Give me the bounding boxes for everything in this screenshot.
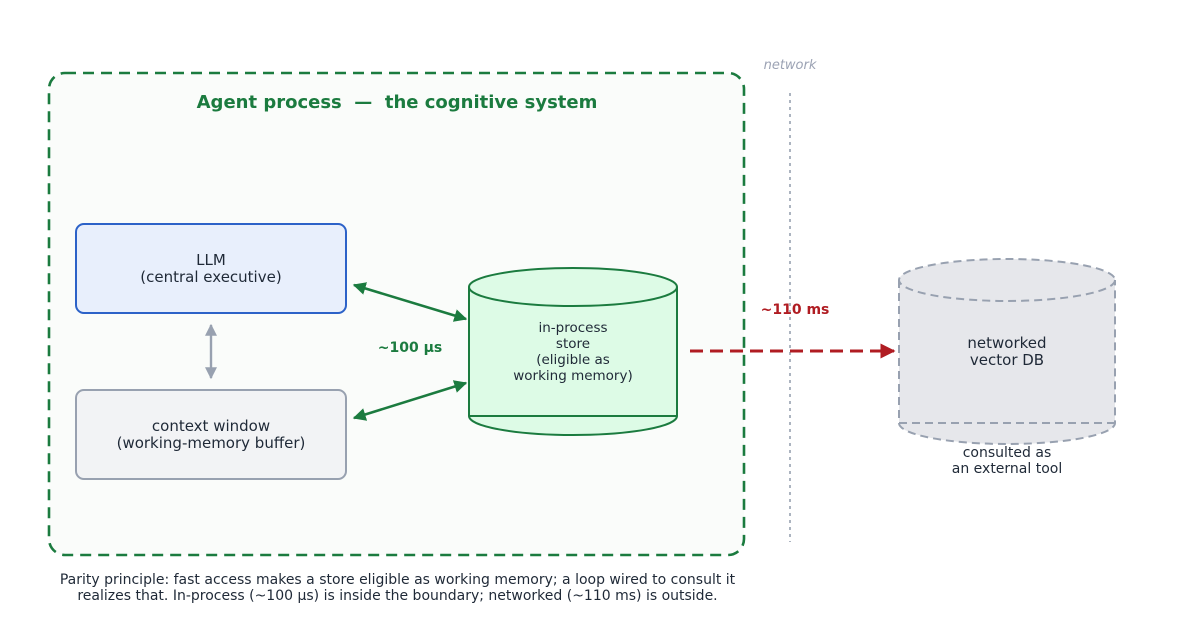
in-process-store-line-1: in-process — [538, 320, 607, 336]
networked-vector-db-body — [898, 280, 1116, 445]
llm-title: LLM — [196, 251, 226, 269]
in-process-store-line-2: store — [556, 336, 590, 352]
llm-box — [75, 223, 347, 314]
network-divider: network — [764, 58, 817, 542]
in-process-store-body — [468, 287, 678, 436]
networked-vector-db: networked vector DB — [898, 258, 1116, 445]
context-window-title: context window — [152, 417, 270, 435]
in-process-store: in-process store (eligible as working me… — [468, 267, 678, 436]
caption-line-2: realizes that. In-process (~100 µs) is i… — [77, 588, 718, 604]
context-window-box — [75, 389, 347, 480]
in-process-store-line-3: (eligible as — [536, 352, 610, 368]
llm-node: LLM (central executive) — [75, 223, 347, 314]
in-process-store-line-4: working memory) — [513, 368, 633, 384]
caption-line-1: Parity principle: fast access makes a st… — [59, 572, 736, 588]
llm-subtitle: (central executive) — [140, 268, 281, 286]
parity-principle-caption: Parity principle: fast access makes a st… — [40, 572, 755, 604]
context-store-arrow — [352, 380, 468, 421]
context-window-node: context window (working-memory buffer) — [75, 389, 347, 480]
local-latency-label: ~100 µs — [378, 340, 442, 356]
network-label: network — [764, 58, 817, 73]
networked-note-line-1: consulted as — [963, 445, 1052, 461]
networked-note-line-2: an external tool — [952, 461, 1062, 477]
networked-vector-db-title: networked — [967, 334, 1046, 352]
networked-vector-db-top — [898, 258, 1116, 302]
llm-store-arrow — [352, 282, 468, 322]
network-latency-label: ~110 ms — [761, 302, 830, 318]
context-window-subtitle: (working-memory buffer) — [117, 434, 306, 452]
networked-vector-db-subtitle: vector DB — [970, 351, 1044, 369]
boundary-title: Agent process — the cognitive system — [197, 92, 598, 113]
in-process-store-top — [468, 267, 678, 307]
